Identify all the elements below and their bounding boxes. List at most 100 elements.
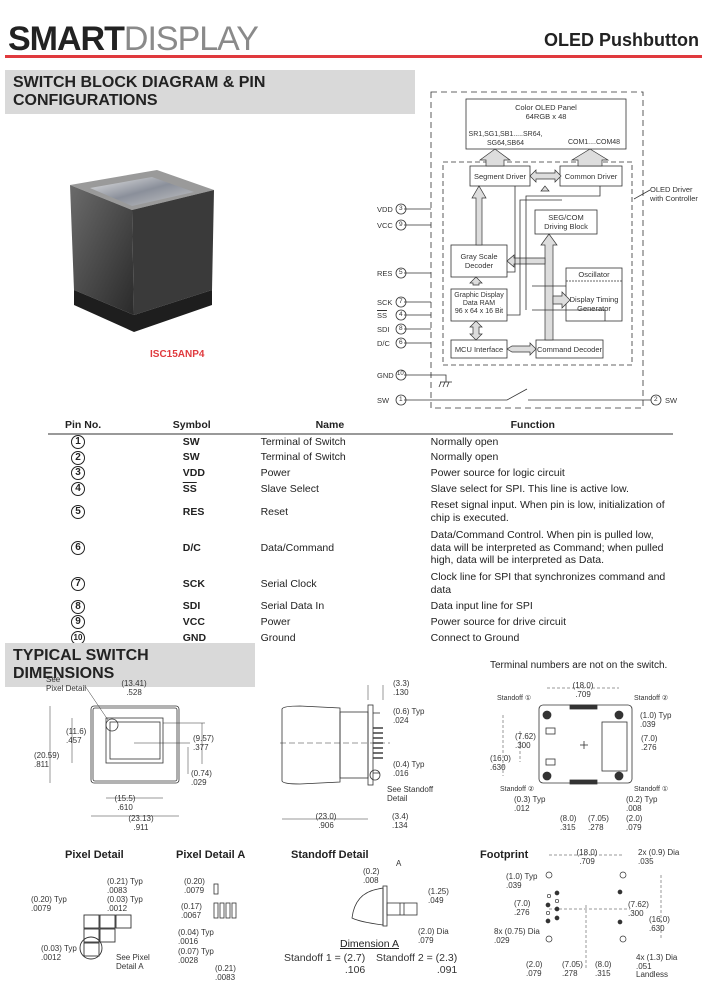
pin-name: Terminal of Switch bbox=[260, 436, 346, 449]
standoff-1-value: Standoff 1 = (2.7) .106 bbox=[284, 952, 366, 976]
dim-label: (7.05) .278 bbox=[562, 960, 583, 978]
gray-scale-label: Gray Scale Decoder bbox=[460, 252, 498, 270]
dim-label: See Pixel Detail bbox=[46, 675, 87, 693]
dim-label: (0.3) Typ .012 bbox=[514, 795, 546, 813]
terminal-note: Terminal numbers are not on the switch. bbox=[490, 660, 668, 671]
gdram-label: Graphic Display Data RAM 96 x 64 x 16 Bi… bbox=[454, 292, 504, 315]
pin-symbol: SS bbox=[182, 482, 197, 495]
dim-label: (7.62) .300 bbox=[515, 732, 536, 750]
pin-function: Data input line for SPI bbox=[430, 600, 533, 613]
oled-panel-block bbox=[465, 98, 627, 150]
pin-function: Data/Command Control. When pin is pulled… bbox=[430, 529, 664, 566]
pin-function: Connect to Ground bbox=[430, 631, 520, 644]
dim-label: (9.57) .377 bbox=[193, 734, 214, 752]
dim-label: (23.13) .911 bbox=[128, 814, 154, 832]
dim-label: (7.0) .276 bbox=[514, 899, 531, 917]
dim-label: (16.0) .630 bbox=[490, 754, 511, 772]
pin-num: 6 bbox=[399, 339, 403, 346]
header-rule bbox=[5, 55, 702, 58]
pin-number-badge: 6 bbox=[71, 540, 85, 555]
dim-label: (0.04) Typ .0016 bbox=[178, 928, 214, 946]
dim-label: (0.07) Typ .0028 bbox=[178, 947, 214, 965]
dim-label: (23.0) .906 bbox=[315, 812, 337, 830]
product-title: OLED Pushbutton bbox=[544, 30, 699, 50]
pin-num: 4 bbox=[399, 311, 403, 318]
pin-symbol: VDD bbox=[182, 466, 205, 479]
footprint-title: Footprint bbox=[480, 849, 529, 861]
pin-num: 9 bbox=[399, 221, 403, 228]
driver-boundary bbox=[442, 161, 633, 366]
dim-label: (0.17) .0067 bbox=[181, 902, 202, 920]
pin-symbol: VCC bbox=[182, 616, 205, 629]
table-row: 6 D/C Data/Command Data/Command Control. Wh… bbox=[48, 527, 673, 569]
col-function: Function bbox=[430, 417, 673, 435]
dim-label: (0.2) Typ .008 bbox=[626, 795, 658, 813]
dim-label: (7.0) .276 bbox=[641, 734, 658, 752]
pin-num: 7 bbox=[399, 298, 403, 305]
dim-label: (15.5) .610 bbox=[114, 794, 136, 812]
table-row: 9 VCC Power Power source for drive circuit bbox=[48, 614, 673, 630]
pin-number-badge: 8 bbox=[71, 599, 85, 614]
oled-panel-label: Color OLED Panel 64RGB x 48 bbox=[515, 103, 577, 121]
dim-label: See Pixel Detail A bbox=[116, 953, 150, 971]
pin-number-badge: 2 bbox=[71, 450, 85, 465]
gdram-block bbox=[450, 288, 508, 322]
pin-num: 5 bbox=[399, 269, 403, 276]
timing-label: Display Timing Generator bbox=[569, 295, 619, 313]
pin-name: Slave Select bbox=[260, 482, 319, 495]
common-driver-label: Common Driver bbox=[564, 172, 618, 181]
dim-label: 8x (0.75) Dia .029 bbox=[494, 927, 540, 945]
pin-symbol: SDI bbox=[182, 600, 201, 613]
col-name: Name bbox=[260, 417, 431, 435]
pin-num: 8 bbox=[399, 325, 403, 332]
pin-function: Normally open bbox=[430, 451, 499, 464]
pin-label-sw2: SW bbox=[665, 396, 678, 405]
pin-num: 2 bbox=[654, 396, 658, 403]
section-title-dimensions: TYPICAL SWITCH DIMENSIONS bbox=[5, 643, 255, 687]
dim-label: (0.4) Typ .016 bbox=[393, 760, 425, 778]
standoff-label: Standoff ① bbox=[634, 786, 669, 793]
dimension-a-heading: Dimension A bbox=[340, 938, 399, 950]
dim-label: (16.0) .630 bbox=[649, 915, 670, 933]
dim-label: (0.03) Typ .0012 bbox=[107, 895, 143, 913]
pin-symbol: SW bbox=[182, 436, 200, 449]
dim-label: See Standoff Detail bbox=[387, 785, 434, 803]
pin-name: Data/Command bbox=[260, 541, 335, 554]
pin-label-res: RES bbox=[377, 269, 393, 278]
pin-name: Power bbox=[260, 616, 291, 629]
pin-symbol: RES bbox=[182, 505, 205, 518]
dim-label: (20.59) .811 bbox=[34, 751, 60, 769]
standoff-label: Standoff ② bbox=[500, 786, 535, 793]
pixel-detail-title: Pixel Detail bbox=[65, 849, 124, 861]
pin-number-badge: 3 bbox=[71, 466, 85, 481]
standoff-2-value: Standoff 2 = (2.3) .091 bbox=[376, 952, 458, 976]
standoff-label: Standoff ② bbox=[634, 695, 669, 702]
standoff-detail-title: Standoff Detail bbox=[291, 849, 369, 861]
pin-label-vdd: VDD bbox=[377, 205, 393, 214]
product-photo bbox=[62, 150, 222, 340]
pixel-detail-a-title: Pixel Detail A bbox=[176, 849, 246, 861]
pin-symbol: GND bbox=[182, 631, 207, 644]
dim-label: A bbox=[396, 859, 402, 868]
pin-function: Power source for drive circuit bbox=[430, 616, 567, 629]
mcu-interface-label: MCU Interface bbox=[454, 345, 504, 354]
pin-number-badge: 5 bbox=[71, 504, 85, 519]
pin-label-sck: SCK bbox=[377, 298, 393, 307]
pin-num: 1 bbox=[399, 396, 403, 403]
pin-number-badge: 1 bbox=[71, 435, 85, 450]
dim-label: (1.25) .049 bbox=[428, 887, 449, 905]
pin-symbol: D/C bbox=[182, 541, 201, 554]
dim-label: (7.05) .278 bbox=[588, 814, 609, 832]
pin-label-vcc: VCC bbox=[377, 221, 393, 230]
dim-label: (8.0) .315 bbox=[560, 814, 577, 832]
pin-label-dc: D/C bbox=[377, 339, 390, 348]
photo-caption: ISC15ANP4 bbox=[150, 349, 205, 360]
driver-boundary-label: OLED Driver with Controller bbox=[650, 185, 698, 203]
segment-driver-label: Segment Driver bbox=[473, 172, 527, 181]
pin-number-badge: 9 bbox=[71, 615, 85, 630]
